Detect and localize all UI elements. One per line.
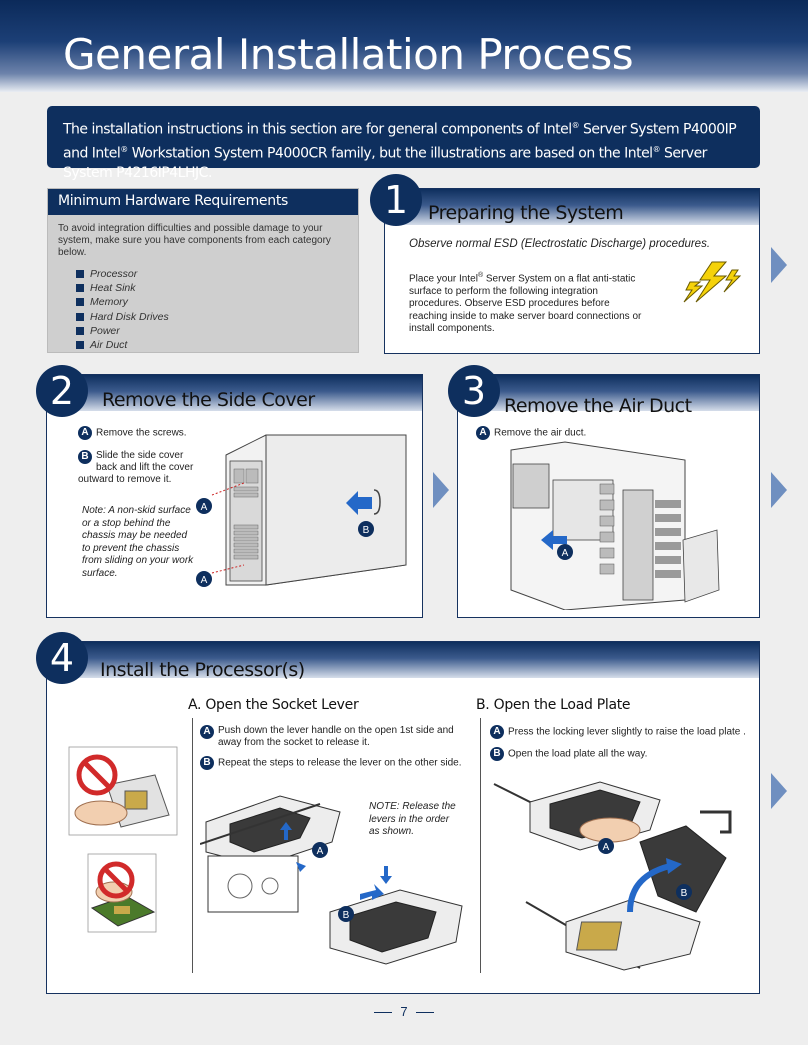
step4-partB-b-text: Open the load plate all the way.	[508, 748, 648, 760]
no-touch-processor-illustration	[87, 853, 157, 933]
reg-mark: ®	[477, 272, 484, 279]
step4-partA-a: A Push down the lever handle on the open …	[200, 725, 462, 749]
divider	[192, 718, 193, 973]
svg-text:A: A	[603, 842, 610, 853]
step3-number: 3	[448, 365, 500, 417]
reg-mark: ®	[571, 121, 580, 130]
intro-text-3: Workstation System P4000CR family, but t…	[127, 145, 653, 162]
badge-a: A	[476, 426, 490, 440]
intro-text-1: The installation instructions in this se…	[63, 121, 572, 138]
badge-b: B	[78, 450, 92, 464]
svg-text:B: B	[343, 910, 350, 921]
step2-number: 2	[36, 365, 88, 417]
list-item: Memory	[76, 295, 358, 309]
page-banner	[0, 0, 808, 92]
socket-lever-illustration: A B	[200, 795, 463, 965]
esd-warning-icon	[683, 261, 742, 303]
dash	[415, 1012, 434, 1014]
step4-partB-a: A Press the locking lever slightly to rai…	[490, 725, 752, 739]
step2-a: A Remove the screws.	[78, 426, 218, 440]
step4-partA-note: NOTE: Release the levers in the order as…	[369, 801, 456, 837]
step2-header	[47, 375, 422, 411]
air-duct-illustration: A	[510, 441, 720, 610]
requirements-list: Processor Heat Sink Memory Hard Disk Dri…	[48, 267, 358, 352]
chassis-side-cover-illustration: B A A	[196, 434, 407, 587]
no-touch-socket-illustration	[68, 746, 178, 836]
step1-subtitle: Observe normal ESD (Electrostatic Discha…	[409, 238, 711, 250]
step4-partB-b: B Open the load plate all the way.	[490, 747, 752, 761]
list-item: Power	[76, 324, 358, 338]
step2-title: Remove the Side Cover	[102, 389, 315, 411]
svg-text:A: A	[201, 502, 208, 513]
step4-header	[47, 642, 759, 678]
step1-panel	[384, 188, 760, 354]
step3-title: Remove the Air Duct	[504, 395, 692, 417]
step4-number: 4	[36, 632, 88, 684]
next-arrow-icon	[433, 472, 449, 508]
svg-text:A: A	[562, 548, 569, 559]
step3-header	[458, 375, 759, 411]
intro-text-2: Server System P4000IP and Intel	[63, 121, 737, 162]
step4-partB-a-text: Press the locking lever slightly to rais…	[508, 726, 746, 738]
next-arrow-icon	[771, 773, 787, 809]
list-item: Air Duct	[76, 338, 358, 352]
list-item: Processor	[76, 267, 358, 281]
step2-b-text: Slide the side cover back and lift the c…	[78, 450, 194, 485]
svg-text:A: A	[201, 575, 208, 586]
badge-a: A	[490, 725, 504, 739]
step1-title: Preparing the System	[428, 202, 624, 224]
requirements-box: Minimum Hardware Requirements To avoid i…	[47, 188, 359, 353]
badge-a: A	[78, 426, 92, 440]
step4-partA-b-text: Repeat the steps to release the lever on…	[218, 757, 462, 769]
next-arrow-icon	[771, 247, 787, 283]
reg-mark: ®	[652, 144, 661, 154]
load-plate-illustration: A B	[493, 781, 732, 971]
reg-mark: ®	[120, 144, 128, 154]
step1-text: Place your Intel® Server System on a fla…	[409, 270, 649, 336]
list-item: Hard Disk Drives	[76, 310, 358, 324]
step3-a-text: Remove the air duct.	[494, 427, 587, 439]
step4-partA-title: A. Open the Socket Lever	[188, 697, 359, 713]
divider	[480, 718, 481, 973]
requirements-title: Minimum Hardware Requirements	[48, 189, 358, 215]
step4-partB-title: B. Open the Load Plate	[476, 697, 631, 713]
step4-partA-a-text: Push down the lever handle on the open 1…	[218, 725, 454, 748]
svg-text:B: B	[681, 888, 688, 899]
page-title: General Installation Process	[63, 30, 634, 79]
requirements-text: To avoid integration difficulties and po…	[58, 223, 331, 258]
step4-title: Install the Processor(s)	[100, 659, 305, 681]
list-item: Heat Sink	[76, 281, 358, 295]
intro-text-4: Server System P4216IP4LHJC.	[63, 145, 707, 182]
badge-b: B	[200, 756, 214, 770]
dash	[374, 1012, 393, 1014]
badge-b: B	[490, 747, 504, 761]
step1-text-a: Place your Intel	[409, 273, 478, 285]
step1-number: 1	[370, 174, 422, 226]
step1-header	[385, 189, 759, 225]
step2-note: Note: A non-skid surface or a stop behin…	[82, 505, 194, 579]
next-arrow-icon	[771, 472, 787, 508]
page-number: 7	[0, 1004, 808, 1019]
intro-box: The installation instructions in this se…	[47, 106, 760, 181]
badge-a: A	[200, 725, 214, 739]
step3-a: A Remove the air duct.	[476, 426, 636, 440]
svg-text:B: B	[363, 525, 370, 536]
page-number-value: 7	[400, 1004, 408, 1019]
step2-a-text: Remove the screws.	[96, 427, 187, 439]
step1-text-b: Server System on a flat anti-static surf…	[409, 273, 642, 335]
step4-partA-b: B Repeat the steps to release the lever o…	[200, 756, 462, 770]
svg-text:A: A	[317, 846, 324, 857]
